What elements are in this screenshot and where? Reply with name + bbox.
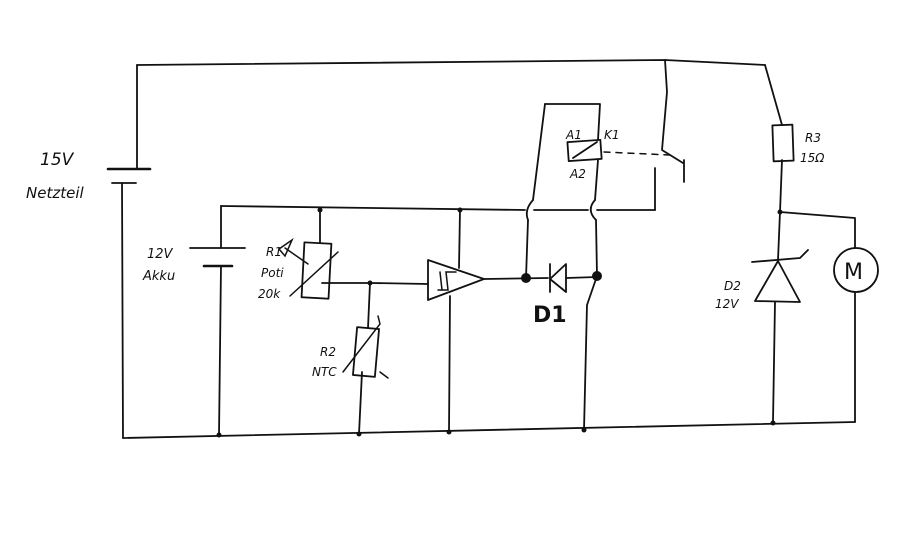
potentiometer-r1	[277, 237, 339, 300]
junction-dot	[317, 207, 323, 213]
relay-coil	[566, 138, 671, 162]
zener-top-wire	[777, 211, 781, 261]
junction-dot	[581, 427, 587, 433]
relay-left-lower-wire	[525, 219, 529, 279]
schmitt-trigger	[427, 259, 485, 301]
zener-label: D2	[724, 279, 741, 293]
r1-label: R1	[266, 245, 282, 259]
junction-dot	[446, 429, 452, 435]
junction-dot	[356, 431, 362, 437]
comparator-input-wire	[371, 282, 429, 285]
ntc-bottom-wire	[358, 371, 363, 435]
hop-right	[589, 199, 597, 221]
d1-label: D1	[533, 303, 567, 328]
junction-dot	[367, 280, 373, 286]
r3-top-wire	[764, 64, 783, 126]
bottom-rail	[122, 421, 856, 439]
r1-value-label: 20k	[258, 287, 281, 301]
zener-value-label: 12V	[715, 297, 739, 311]
junction-dot	[457, 207, 463, 213]
supply-name-label: Netzteil	[26, 184, 84, 202]
r3-bottom-wire	[779, 159, 783, 213]
diode-d1	[549, 263, 598, 293]
zener-diode-d2	[751, 249, 809, 303]
junction-dot	[521, 273, 531, 283]
relay-left-wire	[532, 103, 546, 201]
schmitt-ground-wire	[448, 295, 451, 433]
r1-type-label: Poti	[261, 266, 284, 280]
relay-a2-wire	[594, 159, 599, 201]
battery-voltage-label: 12V	[147, 247, 174, 262]
relay-a1-label: A1	[565, 128, 582, 142]
r3-value-label: 15Ω	[800, 151, 825, 165]
relay-a2-label: A2	[569, 167, 586, 181]
supply-voltage-label: 15V	[40, 150, 75, 170]
relay-top-wire	[544, 103, 601, 141]
junctions	[216, 207, 783, 438]
diode-ground-wire	[583, 275, 598, 431]
hop-left	[525, 199, 534, 221]
junction-dot	[592, 271, 602, 281]
resistor-r3	[771, 123, 795, 163]
supply-bottom-wire	[121, 182, 124, 439]
schmitt-supply-wire	[458, 209, 461, 269]
r2-type-label: NTC	[312, 365, 337, 379]
r2-label: R2	[320, 345, 336, 359]
relay-a2-lower-wire	[595, 219, 598, 277]
relay-switch-arm	[661, 59, 684, 164]
battery-name-label: Akku	[142, 269, 175, 284]
relay-k1-label: K1	[604, 128, 620, 142]
motor	[833, 247, 879, 293]
junction-dot	[777, 209, 783, 215]
middle-bus-left	[220, 205, 526, 211]
junction-dot	[770, 420, 776, 426]
schmitt-output-wire	[483, 277, 549, 280]
r3-label: R3	[805, 131, 821, 145]
zener-bottom-wire	[772, 301, 776, 423]
supply-battery-symbol	[106, 167, 152, 184]
wiring	[121, 59, 856, 439]
akku-battery-symbol	[189, 247, 246, 268]
top-rail	[136, 59, 766, 66]
motor-top-wire	[779, 211, 856, 249]
ntc-top-wire	[367, 282, 371, 329]
ntc-r2	[342, 315, 389, 379]
battery-bottom-wire	[218, 265, 222, 436]
junction-dot	[216, 432, 222, 438]
motor-label: M	[844, 260, 863, 285]
